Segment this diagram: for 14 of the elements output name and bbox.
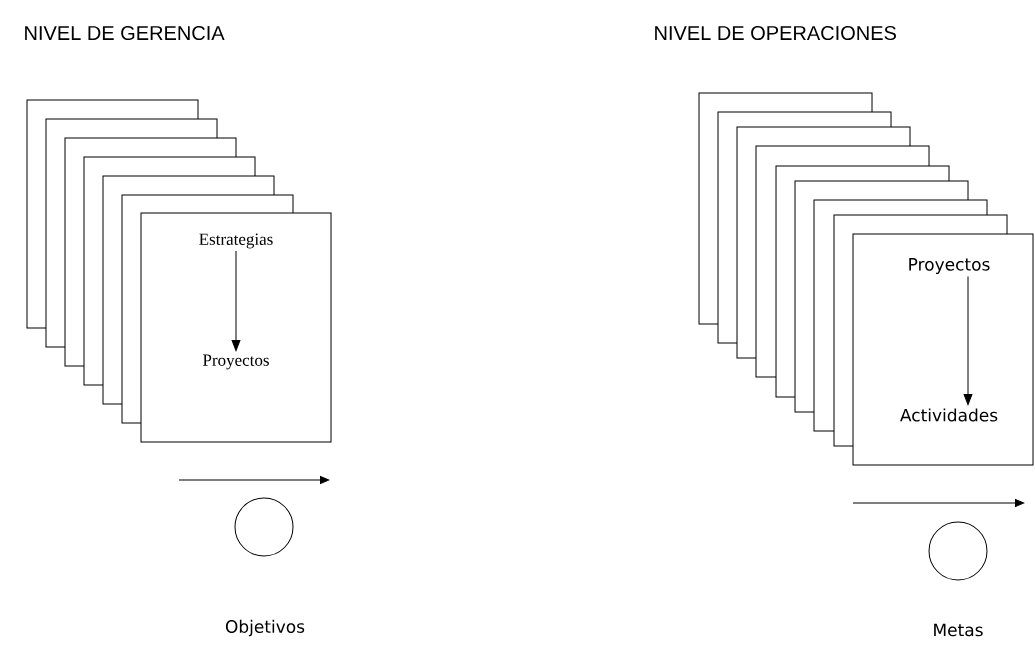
card-text: Actividades (900, 408, 998, 422)
circle (234, 497, 294, 557)
card-text: Proyectos (202, 354, 269, 370)
card (852, 233, 1034, 466)
card-text: Proyectos (909, 258, 990, 274)
level-heading: NIVEL DE GERENCIA (25, 25, 225, 41)
card-text: Estrategias (199, 233, 273, 249)
level-heading: NIVEL DE OPERACIONES (655, 25, 896, 41)
node-label: Metas (934, 623, 983, 637)
node-label: Objetivos (225, 619, 305, 637)
arrow (963, 275, 973, 405)
circle (928, 521, 988, 581)
arrow (231, 250, 241, 352)
card (140, 212, 332, 443)
